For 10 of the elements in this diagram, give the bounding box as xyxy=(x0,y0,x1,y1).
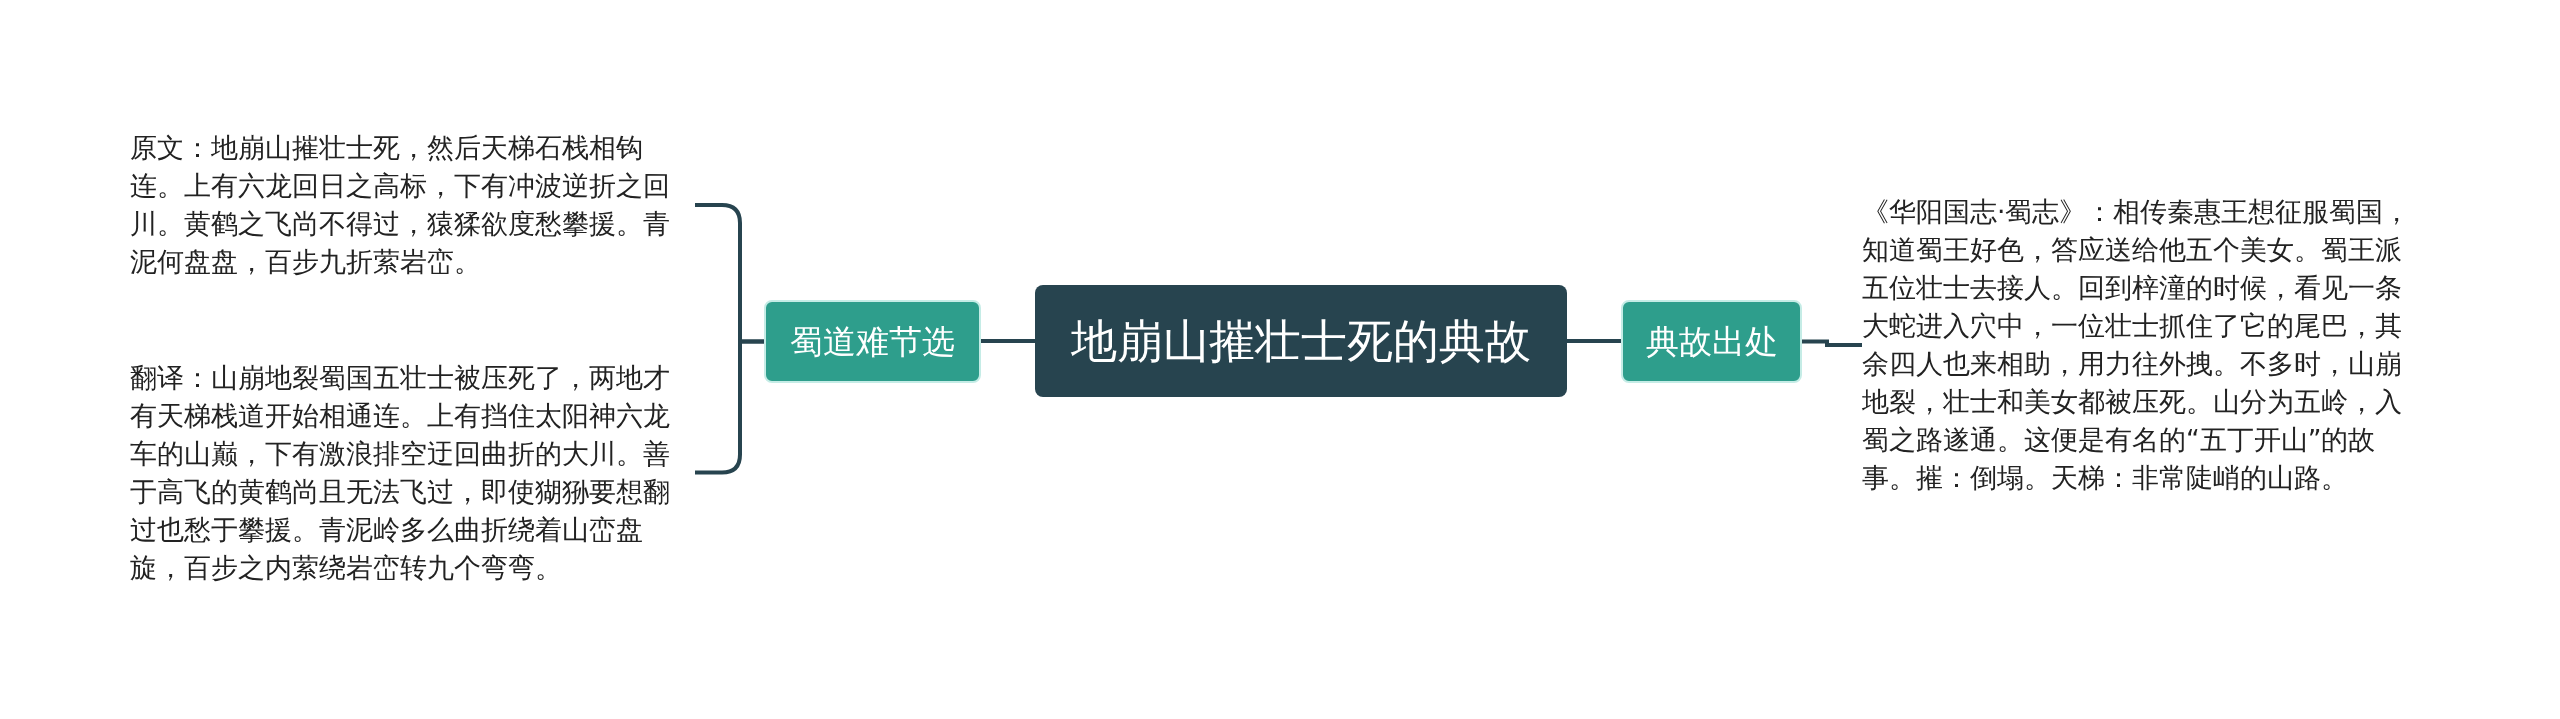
note-text: 翻译：山崩地裂蜀国五壮士被压死了，两地才有天梯栈道开始相通连。上有挡住太阳神六龙车的山巅，下有激浪排空迂回曲折的大川。善于高飞的黄鹤尚且无法飞过，即使猢狲要想翻过也愁于攀援。青泥岭多么曲折绕着山峦盘旋，百步之内萦绕岩峦转九个弯弯。 xyxy=(130,365,695,580)
note-text: 《华阳国志·蜀志》：相传秦惠王想征服蜀国，知道蜀王好色，答应送给他五个美女。蜀王派五位壮士去接人。回到梓潼的时候，看见一条大蛇进入穴中，一位壮士抓住了它的尾巴，其余四人也来相助，用力往外拽。不多时，山崩地裂，壮士和美女都被压死。山分为五岭，入蜀之路遂通。这便是有名的“五丁开山”的故事。摧：倒塌。天梯：非常陡峭的山路。 xyxy=(1862,195,2422,495)
connector-line xyxy=(981,339,1035,343)
topic-box: 蜀道难节选 xyxy=(764,300,981,383)
note-text: 原文：地崩山摧壮士死，然后天梯石栈相钩连。上有六龙回日之高标，下有冲波逆折之回川。黄鹤之飞尚不得过，猿猱欲度愁攀援。青泥何盘盘，百步九折萦岩峦。 xyxy=(130,130,695,280)
connector-line xyxy=(1567,339,1621,343)
central-topic: 地崩山摧壮士死的典故 xyxy=(1035,285,1567,397)
topic-box: 典故出处 xyxy=(1621,300,1802,383)
connector-line xyxy=(695,339,764,475)
connector-line xyxy=(1802,339,1862,347)
